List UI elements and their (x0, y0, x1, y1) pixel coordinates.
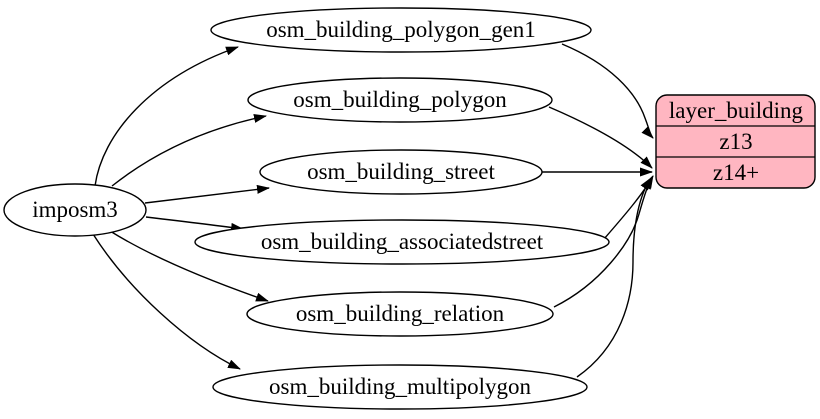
edge-imposm3-to-osm-building-associatedstreet (145, 216, 244, 232)
edge-osm-building-polygon-to-z14 (548, 106, 653, 169)
osm-building-associatedstreet-ellipse (194, 219, 610, 265)
node-imposm3: imposm3 (3, 183, 147, 237)
imposm3-ellipse (3, 183, 147, 237)
osm-building-relation-ellipse (246, 291, 554, 337)
osm-building-polygon-label: osm_building_polygon (293, 87, 507, 112)
layer-building-row-z13: z13 (719, 129, 752, 154)
osm-building-polygon-gen1-label: osm_building_polygon_gen1 (266, 17, 536, 42)
imposm3-label: imposm3 (32, 197, 118, 222)
osm-building-street-ellipse (259, 149, 543, 195)
edge-imposm3-to-osm-building-polygon (111, 114, 267, 187)
edge-imposm3-to-osm-building-relation (109, 230, 269, 302)
node-osm-building-multipolygon: osm_building_multipolygon (212, 364, 588, 410)
osm-building-relation-label: osm_building_relation (296, 301, 505, 326)
node-osm-building-polygon: osm_building_polygon (247, 77, 553, 123)
osm-building-polygon-ellipse (247, 77, 553, 123)
layer-building-box (655, 94, 816, 189)
edge-osm-building-polygon-gen1-to-z13 (561, 43, 654, 139)
node-osm-building-polygon-gen1: osm_building_polygon_gen1 (210, 7, 592, 53)
node-layer-building: layer_building z13 z14+ (655, 94, 816, 189)
osm-building-polygon-gen1-ellipse (210, 7, 592, 53)
edge-imposm3-to-osm-building-polygon-gen1 (94, 46, 239, 187)
edge-imposm3-to-osm-building-street (144, 184, 270, 204)
node-osm-building-relation: osm_building_relation (246, 291, 554, 337)
osm-building-multipolygon-ellipse (212, 364, 588, 410)
osm-building-associatedstreet-label: osm_building_associatedstreet (261, 229, 544, 254)
edge-osm-building-associatedstreet-to-z14 (603, 175, 654, 240)
node-osm-building-street: osm_building_street (259, 149, 543, 195)
layer-building-title: layer_building (669, 98, 804, 123)
osm-building-street-label: osm_building_street (307, 159, 495, 184)
edge-imposm3-to-osm-building-multipolygon (92, 233, 241, 370)
layer-building-row-z14: z14+ (713, 160, 759, 185)
osm-building-multipolygon-label: osm_building_multipolygon (269, 374, 531, 399)
edge-osm-building-multipolygon-to-z14 (576, 177, 652, 378)
node-osm-building-associatedstreet: osm_building_associatedstreet (194, 219, 610, 265)
